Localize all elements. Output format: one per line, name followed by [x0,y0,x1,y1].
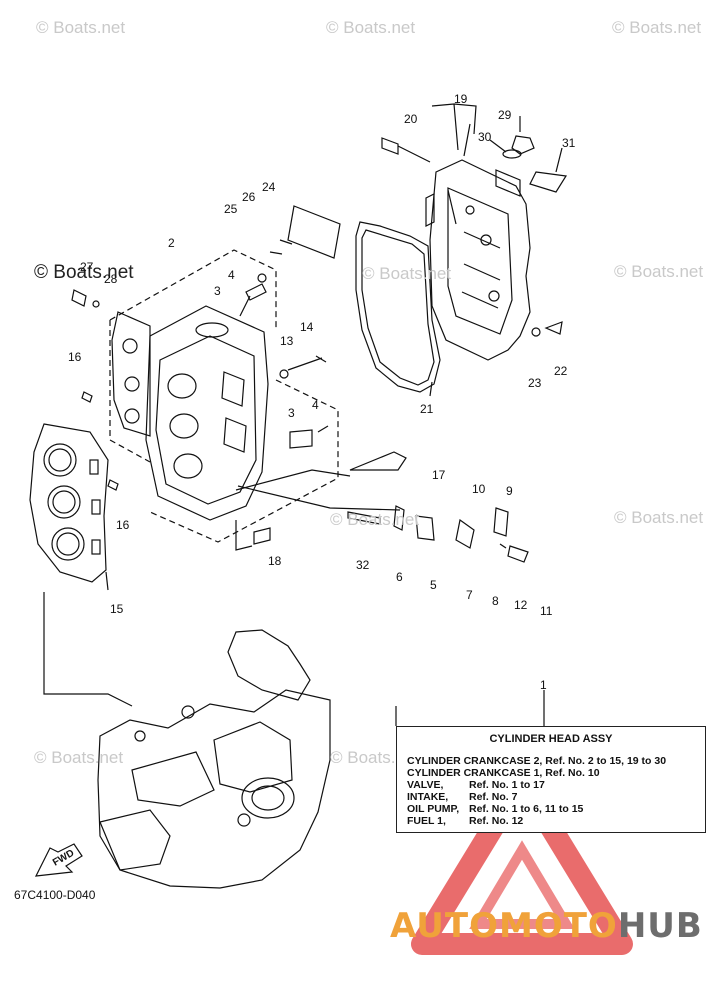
head-gasket[interactable] [29,423,109,583]
ref-number[interactable]: 29 [498,108,512,122]
head-cover-gasket[interactable] [355,221,441,393]
ref-number[interactable]: 17 [432,468,446,482]
brand-part-auto: AUTO [390,906,499,946]
ref-number[interactable]: 19 [454,92,468,106]
ref-number[interactable]: 3 [288,406,295,420]
crankcase-block[interactable] [97,629,331,889]
ref-number[interactable]: 1 [540,678,547,692]
watermark: © Boats.net [36,18,126,37]
legend-row-label: OIL PUMP, [407,803,460,815]
legend-row-value: Ref. No. 12 [469,815,524,827]
ref-number[interactable]: 12 [514,598,528,612]
legend-row-value: Ref. No. 1 to 6, 11 to 15 [469,803,584,815]
watermark: © Boats.net [330,510,420,529]
watermark: © Boats.net [34,748,124,767]
legend-row: CYLINDER CRANKCASE 1, Ref. No. 10 [407,767,600,779]
automotohub-brand: AUTOMOTOHUB [390,906,703,946]
legend-row-label: FUEL 1, [407,815,446,827]
legend-row: OIL PUMP, Ref. No. 1 to 6, 11 to 15 [407,803,583,815]
ref-number[interactable]: 10 [472,482,486,496]
ref-number[interactable]: 6 [396,570,403,584]
watermark: © Boats.net [612,18,702,37]
legend-row-value: Ref. No. 1 to 17 [469,779,545,791]
diagram-code: 67C4100-D040 [14,888,96,902]
legend-row-value: Ref. No. 10 [545,767,600,779]
ref-number[interactable]: 9 [506,484,513,498]
watermark: © Boats.net [362,264,452,283]
ref-number[interactable]: 11 [540,604,553,618]
ref-number[interactable]: 22 [554,364,568,378]
ref-number[interactable]: 26 [242,190,256,204]
legend-row: VALVE, Ref. No. 1 to 17 [407,779,545,791]
ref-number[interactable]: 24 [262,180,276,194]
ref-number[interactable]: 4 [228,268,235,282]
ref-number[interactable]: 18 [268,554,282,568]
watermark: © Boats.net [34,262,134,283]
ref-number[interactable]: 25 [224,202,238,216]
ref-number[interactable]: 27 [80,260,94,274]
ref-number[interactable]: 28 [104,272,118,286]
watermark: © Boats.net [614,508,704,527]
legend-row-value: Ref. No. 7 [469,791,518,803]
ref-number[interactable]: 16 [116,518,130,532]
cylinder-head-part[interactable] [111,305,269,521]
ref-number[interactable]: 14 [300,320,314,334]
ref-number[interactable]: 32 [356,558,370,572]
fwd-arrow-icon [34,843,83,877]
watermark: © Boats.net [326,18,416,37]
legend-row-label: CYLINDER CRANKCASE 1, [407,767,543,779]
legend-row: INTAKE, Ref. No. 7 [407,791,517,803]
ref-number[interactable]: 16 [68,350,82,364]
brand-part-hub: HUB [617,906,703,946]
brand-part-moto: MOTO [498,906,618,946]
ref-number[interactable]: 2 [168,236,175,250]
legend-row-label: INTAKE, [407,791,449,803]
watermark: © Boats.net [614,262,704,281]
legend-row-value: Ref. No. 2 to 15, 19 to 30 [545,755,667,767]
legend-row-label: VALVE, [407,779,444,791]
ref-number[interactable]: 20 [404,112,418,126]
ref-number[interactable]: 13 [280,334,294,348]
ref-number[interactable]: 8 [492,594,499,608]
legend-title: CYLINDER HEAD ASSY [489,733,613,745]
ref-number[interactable]: 31 [562,136,576,150]
ref-number[interactable]: 5 [430,578,437,592]
legend-row: CYLINDER CRANKCASE 2, Ref. No. 2 to 15, … [407,755,666,767]
ref-number[interactable]: 7 [466,588,473,602]
ref-number[interactable]: 21 [420,402,434,416]
legend-row-label: CYLINDER CRANKCASE 2, [407,755,543,767]
ref-number[interactable]: 15 [110,602,124,616]
ref-number[interactable]: 23 [528,376,542,390]
automotohub-logo-icon [411,769,633,955]
ref-number[interactable]: 4 [312,398,319,412]
legend-box: CYLINDER HEAD ASSY CYLINDER CRANKCASE 2,… [396,726,706,833]
ref-number[interactable]: 3 [214,284,221,298]
ref-number[interactable]: 30 [478,130,492,144]
head-cover-part[interactable] [425,159,531,361]
legend-row: FUEL 1, Ref. No. 12 [407,815,523,827]
